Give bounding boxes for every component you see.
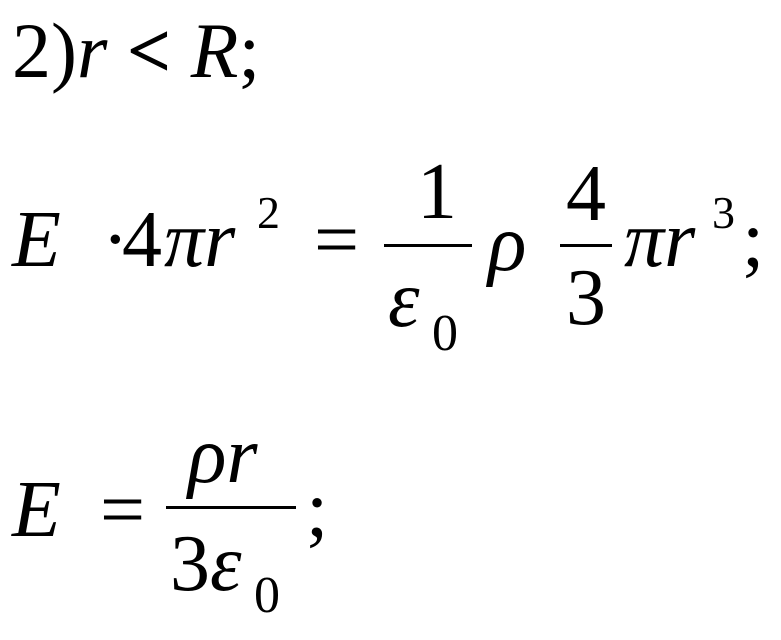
equals-sign: = [100,466,146,554]
fraction-numerator-rho-r: ρr [188,412,258,500]
field-E: E [12,196,61,284]
semicolon: ; [306,466,329,554]
field-result-equation: E = ρr 3 ε 0 ; [12,416,412,635]
condition-line: 2)r < R; [12,12,260,90]
field-E: E [12,466,61,554]
subscript-0: 0 [432,305,458,362]
exponent-2: 2 [257,187,280,238]
equals-sign: = [314,196,360,284]
less-than-sign: < [126,7,172,94]
exponent-3: 3 [712,187,735,238]
denominator-3: 3 [170,520,210,608]
rho: ρ [488,200,527,288]
fraction-bar [560,244,612,247]
pi-r: πr [624,196,696,284]
fraction-bar [384,244,472,247]
fraction-numerator-4: 4 [566,150,606,238]
semicolon: ; [238,7,261,94]
gauss-law-equation: E · 4 πr 2 = 1 ε 0 ρ 4 3 πr 3 ; [12,152,772,370]
semicolon: ; [742,196,765,284]
fraction-bar [166,506,296,509]
coefficient-4: 4 [122,196,162,284]
fraction-denominator-3: 3 [566,254,606,342]
variable-R: R [190,7,239,94]
pi-r: πr [164,196,236,284]
subscript-0: 0 [254,567,280,624]
epsilon: ε [388,256,420,344]
case-label: 2) [12,7,77,94]
variable-r: r [76,7,108,94]
multiply-dot: · [102,196,129,284]
epsilon: ε [210,520,242,608]
fraction-numerator-1: 1 [417,148,457,236]
